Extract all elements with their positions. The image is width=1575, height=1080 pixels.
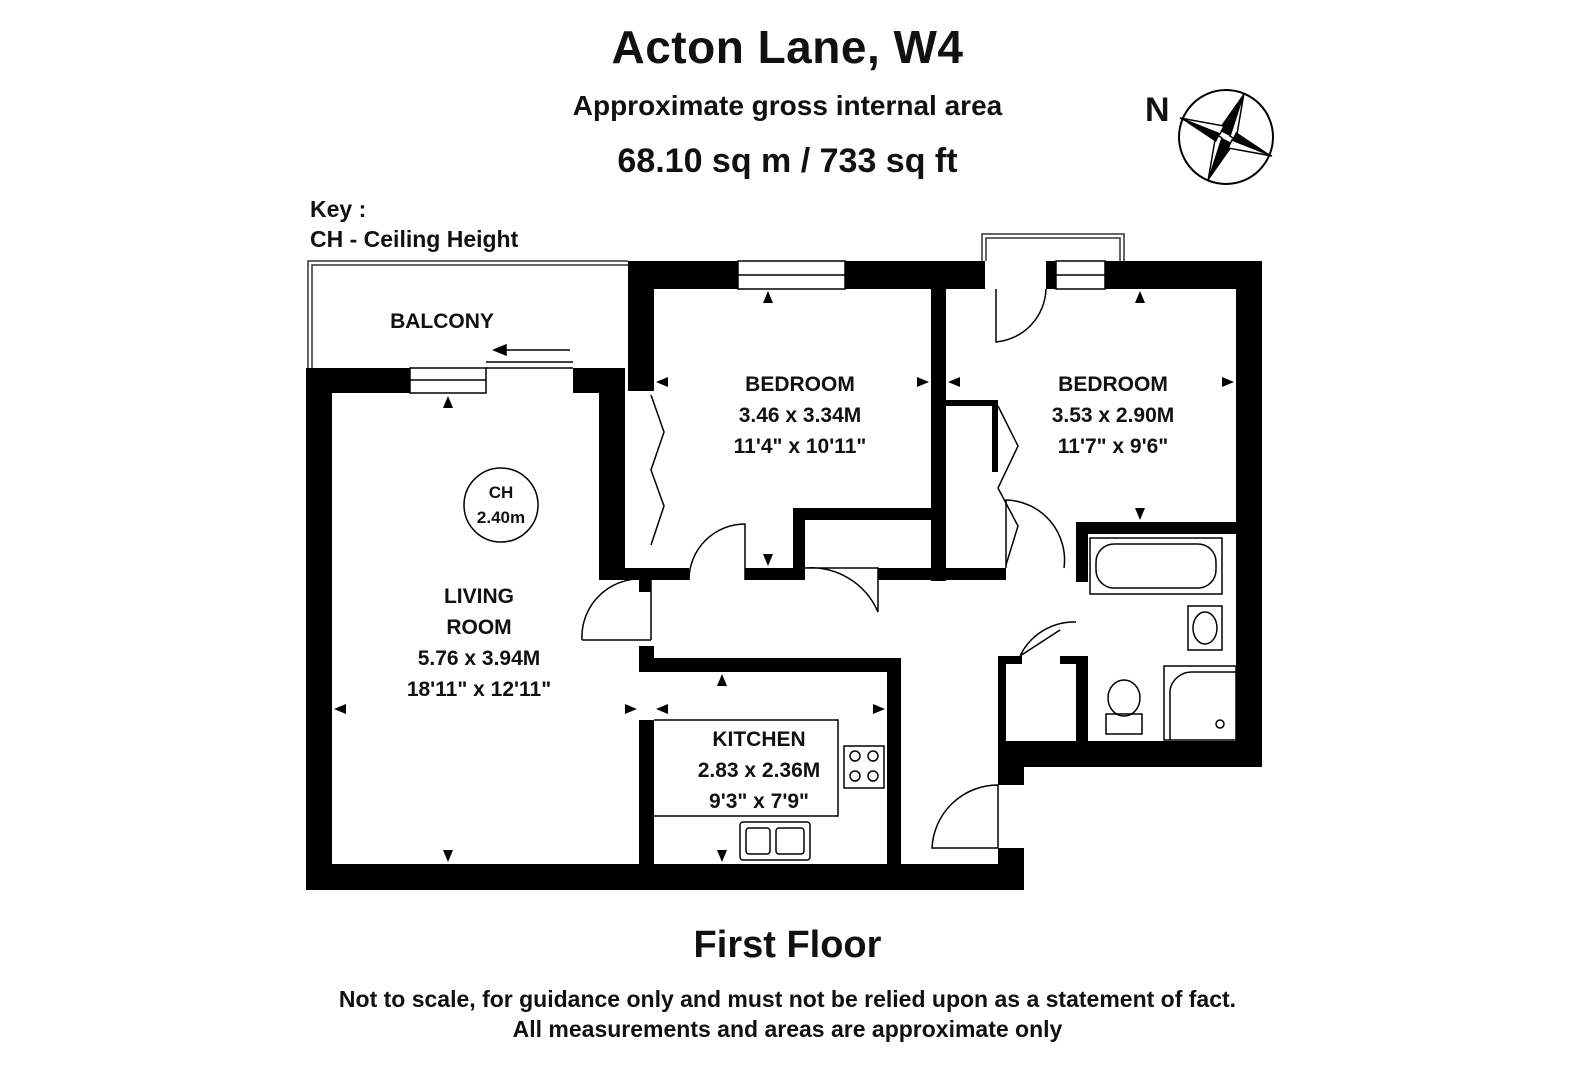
ceiling-value: 2.40m	[477, 508, 525, 527]
room-kitchen-name: KITCHEN	[712, 728, 805, 751]
key-heading: Key :	[310, 196, 367, 222]
burner-icon	[867, 770, 879, 782]
doors	[581, 288, 1077, 849]
room-bedroom-1: BEDROOM 3.46 x 3.34M 11'4" x 10'11"	[734, 373, 867, 458]
wardrobes	[650, 394, 1019, 566]
area-value: 68.10 sq m / 733 sq ft	[617, 142, 958, 180]
room-bedroom-2-imperial: 11'7" x 9'6"	[1058, 435, 1169, 458]
ceiling-height-marker: CH 2.40m	[463, 467, 539, 543]
sink-icon	[739, 821, 811, 861]
shower-icon	[1163, 665, 1237, 741]
north-label: N	[1145, 91, 1170, 129]
room-living-metric: 5.76 x 3.94M	[418, 647, 541, 670]
room-living-name-2: ROOM	[446, 616, 511, 639]
hob-icon	[843, 745, 885, 789]
room-bedroom-1-name: BEDROOM	[745, 373, 855, 396]
balcony-sliding-door	[486, 343, 573, 369]
burner-icon	[849, 750, 861, 762]
plan-title: Acton Lane, W4	[611, 21, 964, 73]
room-living-name-1: LIVING	[444, 585, 514, 608]
ceiling-label: CH	[489, 483, 514, 502]
room-living: LIVING ROOM 5.76 x 3.94M 18'11" x 12'11"	[407, 585, 551, 701]
room-bedroom-1-imperial: 11'4" x 10'11"	[734, 435, 867, 458]
room-kitchen: KITCHEN 2.83 x 2.36M 9'3" x 7'9"	[698, 728, 821, 813]
disclaimer-line-2: All measurements and areas are approxima…	[512, 1016, 1063, 1042]
room-balcony-name: BALCONY	[390, 310, 494, 333]
walls	[306, 261, 1262, 890]
toilet-icon	[1105, 713, 1143, 735]
dimension-markers	[334, 291, 1234, 862]
burner-icon	[867, 750, 879, 762]
room-bedroom-2-metric: 3.53 x 2.90M	[1052, 404, 1175, 427]
kitchen-fittings	[654, 719, 885, 861]
room-kitchen-imperial: 9'3" x 7'9"	[709, 790, 809, 813]
room-bedroom-1-metric: 3.46 x 3.34M	[739, 404, 862, 427]
washbasin-icon	[1187, 605, 1223, 651]
bathroom-fittings	[1089, 537, 1237, 741]
key-entry: CH - Ceiling Height	[310, 226, 519, 252]
room-living-imperial: 18'11" x 12'11"	[407, 678, 551, 701]
room-kitchen-metric: 2.83 x 2.36M	[698, 759, 821, 782]
disclaimer-line-1: Not to scale, for guidance only and must…	[338, 986, 1237, 1012]
balcony	[307, 233, 1125, 368]
north-compass: N	[1145, 89, 1274, 185]
floor-label: First Floor	[693, 924, 882, 966]
windows	[409, 260, 1106, 394]
compass-ring-icon	[1178, 89, 1274, 185]
room-bedroom-2: BEDROOM 3.53 x 2.90M 11'7" x 9'6"	[1052, 373, 1175, 458]
burner-icon	[849, 770, 861, 782]
area-caption: Approximate gross internal area	[572, 90, 1003, 121]
compass-star-icon	[1179, 92, 1273, 182]
room-bedroom-2-name: BEDROOM	[1058, 373, 1168, 396]
bathtub-icon	[1089, 537, 1223, 595]
